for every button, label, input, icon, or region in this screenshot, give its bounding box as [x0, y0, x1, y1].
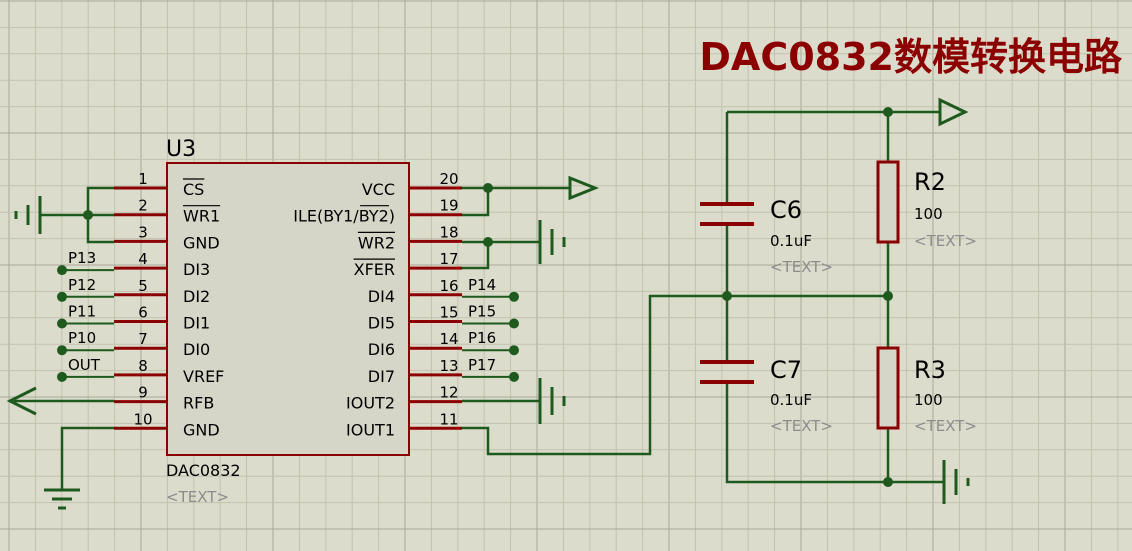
net-label-p17: P17: [468, 356, 496, 374]
chip-text-placeholder: <TEXT>: [166, 488, 229, 506]
pin-name-11: IOUT1: [346, 420, 395, 439]
r2-value-label: 100: [914, 205, 943, 223]
wires: [6, 97, 970, 510]
pin-number-14: 14: [439, 330, 458, 348]
c6-text-placeholder: <TEXT>: [770, 258, 833, 276]
pin-name-di3: DI3: [183, 260, 210, 279]
junction-bottom: [883, 477, 893, 487]
net-junction-p10: [57, 345, 67, 356]
pin-name-15: DI5: [368, 314, 395, 333]
pin-number-18: 18: [439, 223, 458, 241]
r2-ref-label: R2: [914, 168, 946, 196]
pin-name-16: DI4: [368, 287, 395, 306]
pin-number-15: 15: [439, 304, 458, 322]
pin-name-19: ILE(BY1/BY2): [293, 207, 395, 226]
wire-iout1: [462, 294, 727, 456]
rfb-arrow: [6, 386, 37, 416]
pin-name-di1: DI1: [183, 314, 210, 333]
net-label-p13: P13: [68, 249, 96, 267]
net-junction-p17: [509, 371, 519, 382]
net-label-p14: P14: [468, 276, 496, 294]
pin-name-di2: DI2: [183, 287, 210, 306]
wire-xfer: [462, 242, 490, 270]
pin-number-8: 8: [138, 357, 148, 375]
pin-name-wr1: WR1: [183, 207, 220, 226]
pin-number-17: 17: [439, 250, 458, 268]
net-label-p11: P11: [68, 303, 96, 321]
junction-wr1: [83, 210, 93, 220]
r3-text-placeholder: <TEXT>: [914, 417, 977, 435]
c6-ref-label: C6: [770, 196, 802, 224]
net-junction-p16: [509, 345, 519, 356]
pin-number-9: 9: [138, 384, 148, 402]
r2-text-placeholder: <TEXT>: [914, 232, 977, 250]
pin-name-gnd: GND: [183, 233, 220, 252]
pin-number-11: 11: [439, 410, 458, 428]
net-junction-p12: [57, 291, 67, 302]
r2-body: [876, 160, 900, 244]
pin-name-cs: CS: [183, 180, 204, 199]
pin-name-gnd: GND: [183, 420, 220, 439]
pin-name-12: IOUT2: [346, 394, 395, 413]
vcc-arrow: [568, 175, 600, 201]
pin-name-18: WR2: [358, 233, 395, 252]
junction-mid-left: [722, 291, 732, 301]
c7-value-label: 0.1uF: [770, 391, 812, 409]
pin-number-3: 3: [138, 223, 148, 241]
pin-name-14: DI6: [368, 340, 395, 359]
net-label-out: OUT: [68, 356, 101, 374]
net-junction-p15: [509, 318, 519, 329]
pin-number-19: 19: [439, 197, 458, 215]
c6-value-label: 0.1uF: [770, 232, 812, 250]
r3-body: [876, 346, 900, 430]
passive-components: [700, 160, 900, 430]
net-label-p16: P16: [468, 329, 496, 347]
pin-name-di0: DI0: [183, 340, 210, 359]
junction-mid-right: [883, 291, 893, 301]
c7-text-placeholder: <TEXT>: [770, 417, 833, 435]
r3-value-label: 100: [914, 391, 943, 409]
pin-number-7: 7: [138, 330, 148, 348]
pin-number-2: 2: [138, 197, 148, 215]
net-label-p15: P15: [468, 303, 496, 321]
junction-vcc: [483, 183, 493, 193]
pin-number-20: 20: [439, 170, 458, 188]
net-junction-p13: [57, 265, 67, 276]
c7-ref-label: C7: [770, 356, 802, 384]
chip-part-label: DAC0832: [166, 461, 241, 480]
pin-number-12: 12: [439, 384, 458, 402]
top-rail-arrow: [938, 97, 969, 127]
r3-ref-label: R3: [914, 356, 946, 384]
wire-bottom-rail: [725, 382, 944, 484]
chip-body: [166, 162, 410, 456]
pin-number-1: 1: [138, 170, 148, 188]
junction-wr2: [483, 237, 493, 247]
pin-name-vref: VREF: [183, 367, 224, 386]
pin-number-5: 5: [138, 277, 148, 295]
net-junction-p11: [57, 318, 67, 329]
pin-number-10: 10: [133, 410, 152, 428]
schematic-title: DAC0832数模转换电路: [699, 35, 1123, 79]
pin-name-20: VCC: [362, 180, 395, 199]
pin-name-rfb: RFB: [183, 394, 214, 413]
pin-number-4: 4: [138, 250, 148, 268]
pin-number-13: 13: [439, 357, 458, 375]
wire-ile: [462, 188, 490, 217]
chip-ref-label: U3: [166, 137, 196, 162]
pin-number-16: 16: [439, 277, 458, 295]
net-label-p12: P12: [68, 276, 96, 294]
net-junction-out: [57, 371, 67, 382]
net-label-p10: P10: [68, 329, 96, 347]
wire-gnd10: [60, 426, 114, 490]
pin-name-17: XFER: [354, 260, 395, 279]
pin-name-13: DI7: [368, 367, 395, 386]
net-junction-p14: [509, 291, 519, 302]
pin-number-6: 6: [138, 304, 148, 322]
